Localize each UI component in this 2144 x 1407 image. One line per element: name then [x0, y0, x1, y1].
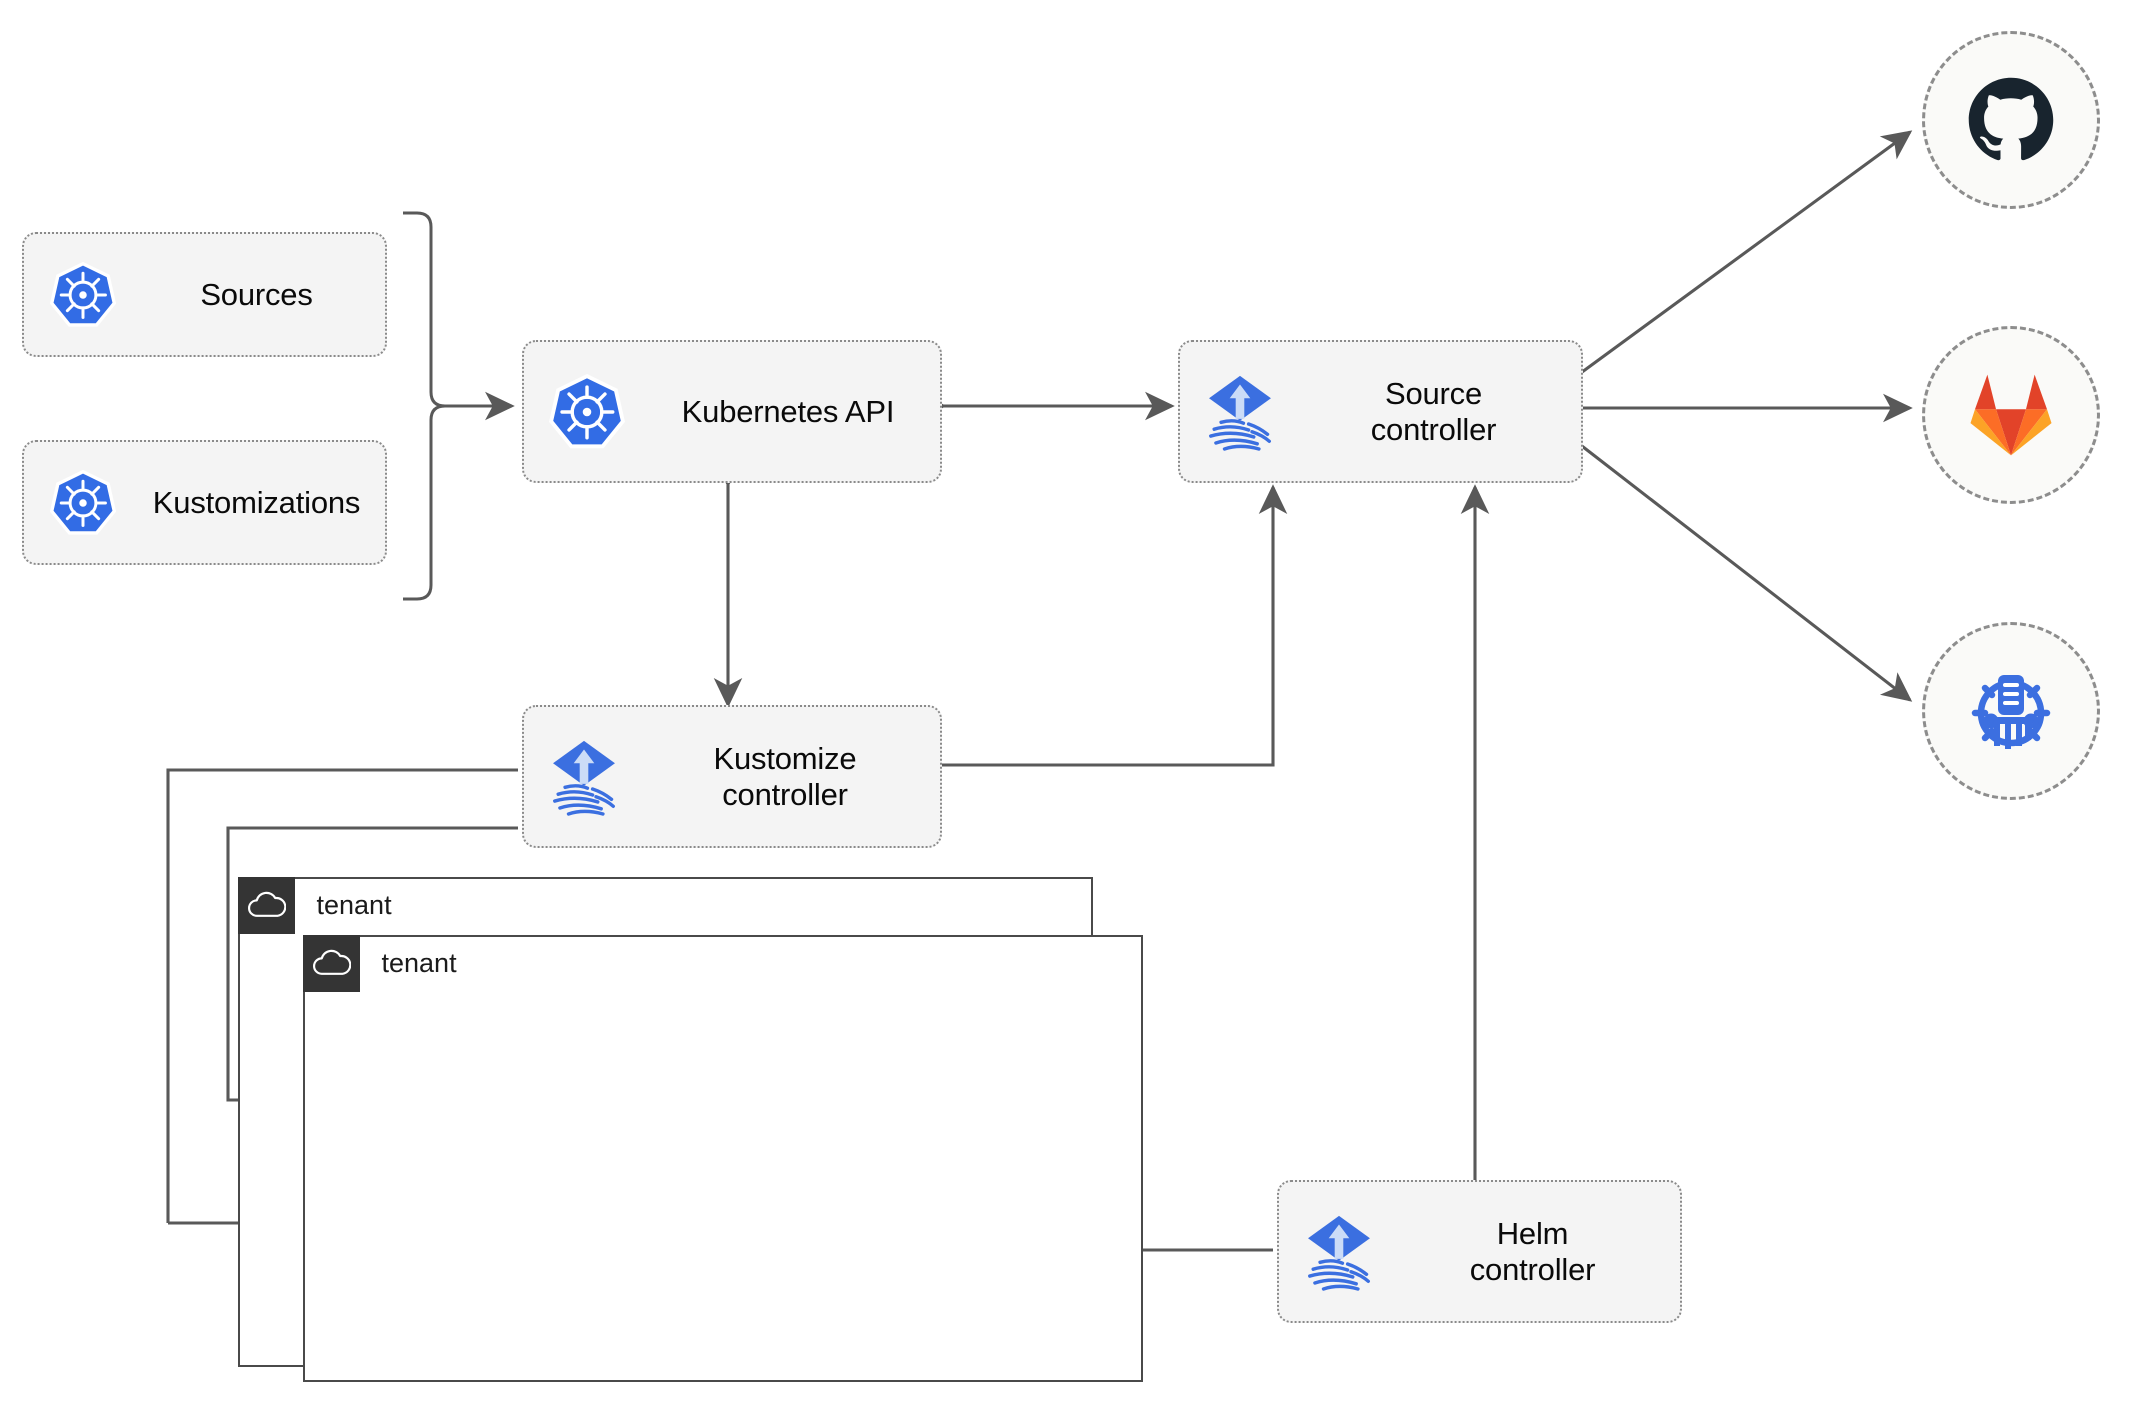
tenant-label: tenant [316, 889, 392, 920]
cloud-icon [302, 934, 360, 992]
resource-label: Kustomizations [152, 484, 361, 520]
provider-github[interactable] [1922, 31, 2100, 209]
kubernetes-icon [524, 373, 650, 451]
node-kubernetes-api[interactable]: Kubernetes API [522, 340, 942, 483]
flux-icon [1279, 1209, 1399, 1295]
github-icon [1968, 77, 2054, 161]
node-label: Source controller [1370, 375, 1497, 447]
flux-icon [1180, 369, 1300, 455]
helm-registry-icon [1971, 675, 2051, 749]
node-helm-controller[interactable]: Helm controller [1277, 1180, 1682, 1323]
tenant-header-outer: tenant [237, 876, 392, 934]
node-source-controller[interactable]: Source controller [1178, 340, 1583, 483]
tenant-label: tenant [381, 947, 457, 978]
tenant-header-inner: tenant [302, 934, 457, 992]
node-label: Kubernetes API [681, 393, 895, 429]
provider-helm-registry[interactable] [1922, 622, 2100, 800]
resource-box-sources[interactable]: Sources [22, 232, 387, 357]
resource-label: Sources [200, 276, 313, 312]
provider-gitlab[interactable] [1922, 326, 2100, 504]
node-label: Kustomize controller [713, 740, 857, 812]
kubernetes-icon [24, 469, 142, 537]
kubernetes-icon [24, 261, 142, 329]
gitlab-icon [1970, 374, 2052, 456]
resource-box-kustomizations[interactable]: Kustomizations [22, 440, 387, 565]
tenant-box-inner[interactable]: tenant [302, 934, 1143, 1382]
node-kustomize-controller[interactable]: Kustomize controller [522, 705, 942, 848]
cloud-icon [237, 876, 295, 934]
flux-icon [524, 734, 644, 820]
node-label: Helm controller [1469, 1215, 1596, 1287]
